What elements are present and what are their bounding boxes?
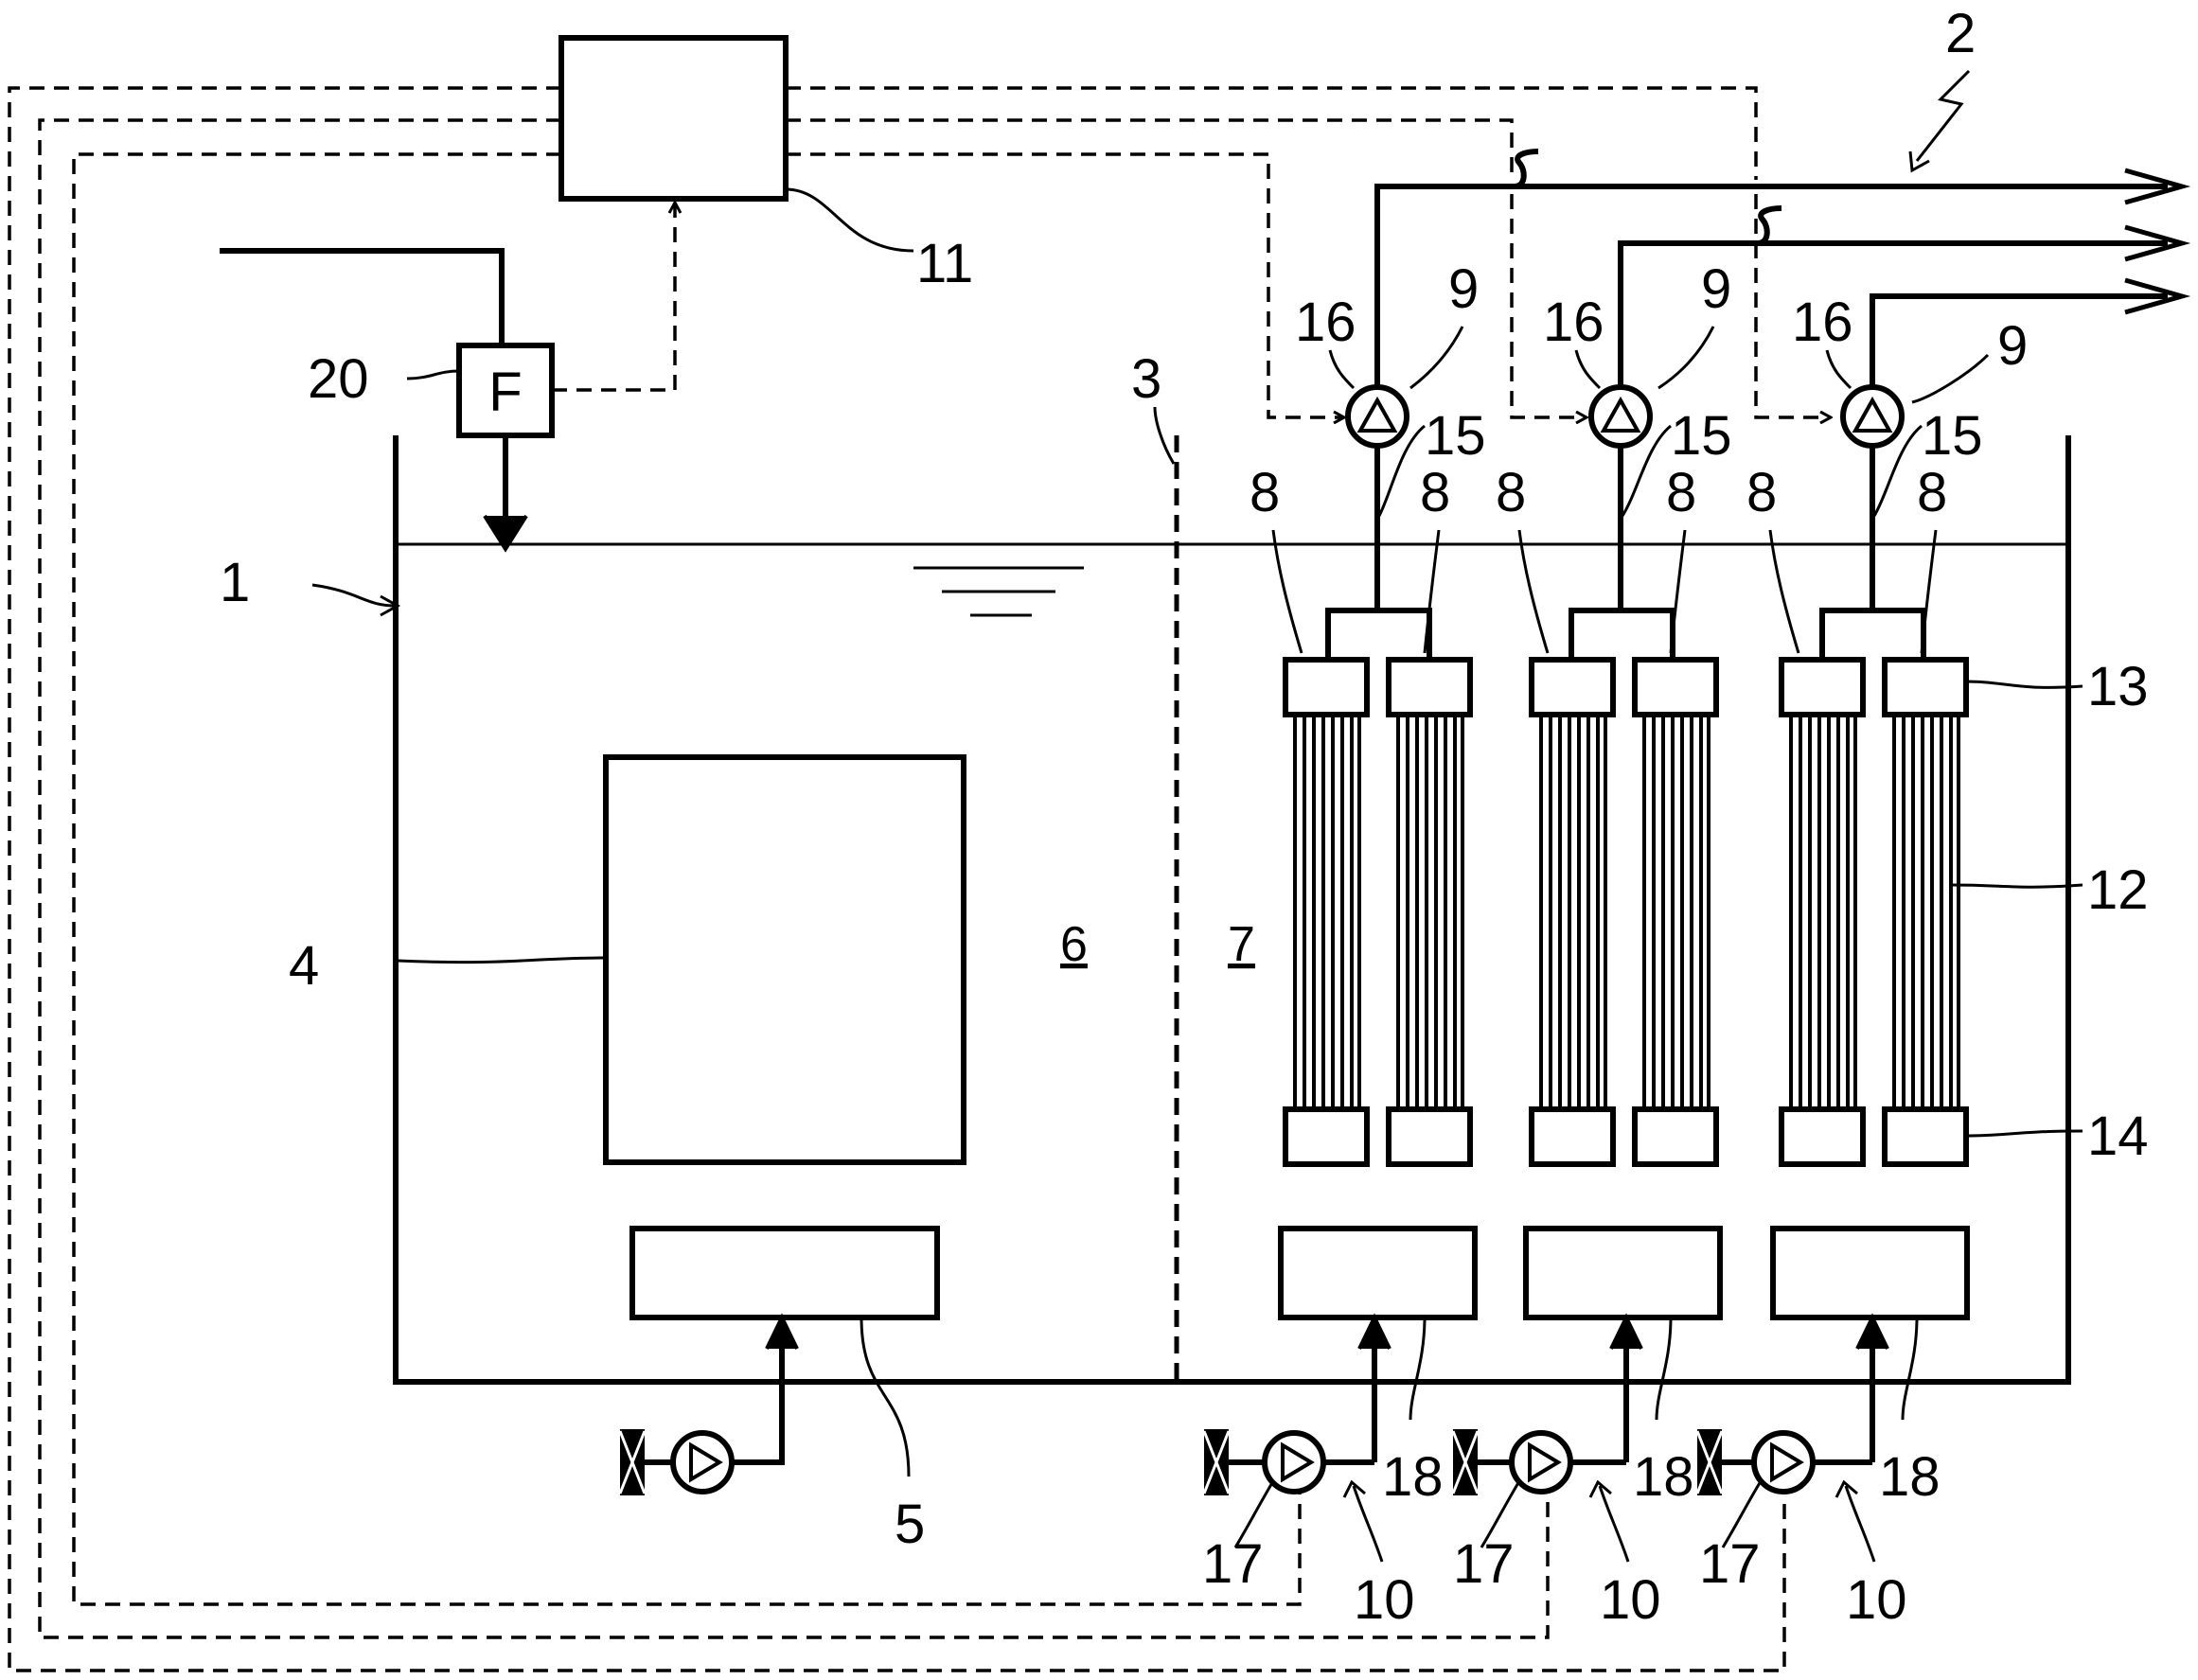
bottom-header-c1 xyxy=(1779,1106,1866,1167)
tank-wall xyxy=(393,435,2071,1385)
module-label-a2: 8 xyxy=(1420,462,1450,523)
top-header-b2 xyxy=(1632,657,1719,717)
top-header-c1 xyxy=(1779,657,1866,717)
aeration-label-c: 10 xyxy=(1846,1569,1907,1631)
pump-c xyxy=(1840,384,1905,449)
top-header-c2 xyxy=(1882,657,1969,717)
diffuser-label: 5 xyxy=(895,1494,925,1555)
partition-label: 3 xyxy=(1131,348,1161,410)
flowmeter-label: 20 xyxy=(308,348,369,410)
module-label-c1: 8 xyxy=(1746,462,1777,523)
system-label: 2 xyxy=(1945,3,1976,64)
blower-c xyxy=(1751,1430,1816,1494)
top-header-a1 xyxy=(1283,657,1370,717)
pump-a xyxy=(1345,384,1409,449)
control-signal-lines xyxy=(8,86,1831,1672)
diffuser xyxy=(629,1226,940,1320)
bottom-header-b2 xyxy=(1632,1106,1719,1167)
pump-label-a: 16 xyxy=(1295,292,1356,353)
bioreactor-block xyxy=(603,754,966,1165)
blower-label-c: 17 xyxy=(1699,1533,1761,1595)
flowmeter-symbol: F xyxy=(488,362,522,423)
suction-label-b: 9 xyxy=(1701,258,1731,320)
controller-label: 11 xyxy=(916,233,973,294)
pipe-label-b: 15 xyxy=(1671,405,1732,467)
aeration-label-a: 10 xyxy=(1354,1569,1415,1631)
top-header-b1 xyxy=(1529,657,1616,717)
air-diffuser-label-c: 18 xyxy=(1879,1446,1941,1508)
air-diffuser-label-a: 18 xyxy=(1382,1446,1444,1508)
membrane-fibers-a2 xyxy=(1396,715,1464,1109)
pump-label-c: 16 xyxy=(1792,292,1853,353)
bottom-header-b1 xyxy=(1529,1106,1616,1167)
blower-b xyxy=(1509,1430,1573,1494)
membrane-fibers-a1 xyxy=(1293,715,1361,1109)
suction-label-c: 9 xyxy=(1997,315,2028,377)
air-diffuser-label-b: 18 xyxy=(1633,1446,1694,1508)
membrane-unit-b xyxy=(1451,205,2191,1495)
top-header-a2 xyxy=(1386,657,1473,717)
pump-label-b: 16 xyxy=(1543,292,1604,353)
pipe-label-c: 15 xyxy=(1922,405,1983,467)
bottom-header-a2 xyxy=(1386,1106,1473,1167)
suction-label-a: 9 xyxy=(1448,258,1479,320)
module-label-c2: 8 xyxy=(1917,462,1947,523)
bottom-header-label: 14 xyxy=(2087,1105,2149,1167)
bottom-header-c2 xyxy=(1882,1106,1969,1167)
membrane-fibers-b2 xyxy=(1642,715,1711,1109)
membrane-fibers-b1 xyxy=(1539,715,1607,1109)
bottom-header-a1 xyxy=(1283,1106,1370,1167)
pipe-label-a: 15 xyxy=(1425,405,1486,467)
bioreactor-label: 4 xyxy=(289,935,319,997)
module-label-b2: 8 xyxy=(1666,462,1696,523)
blower-a xyxy=(1262,1430,1326,1494)
module-label-b1: 8 xyxy=(1496,462,1526,523)
module-label-a1: 8 xyxy=(1250,462,1280,523)
membrane-fibers-c2 xyxy=(1892,715,1960,1109)
air-diffuser-b xyxy=(1523,1226,1723,1320)
air-diffuser-a xyxy=(1278,1226,1478,1320)
zone-b-label: 7 xyxy=(1228,917,1255,972)
membrane-unit-c xyxy=(1695,277,2191,1495)
zone-a-label: 6 xyxy=(1060,917,1088,972)
controller-box xyxy=(558,35,789,202)
membrane-fibers-c1 xyxy=(1789,715,1857,1109)
blower-label-a: 17 xyxy=(1202,1533,1264,1595)
tank-label: 1 xyxy=(220,552,250,613)
blower-label-b: 17 xyxy=(1453,1533,1515,1595)
aeration-label-b: 10 xyxy=(1600,1569,1661,1631)
pump-b xyxy=(1588,384,1653,449)
diffuser-blower xyxy=(618,1429,735,1495)
membrane-label: 12 xyxy=(2087,859,2149,921)
air-diffuser-c xyxy=(1770,1226,1970,1320)
membrane-unit-a xyxy=(1202,149,2191,1495)
top-header-label: 13 xyxy=(2087,656,2149,717)
